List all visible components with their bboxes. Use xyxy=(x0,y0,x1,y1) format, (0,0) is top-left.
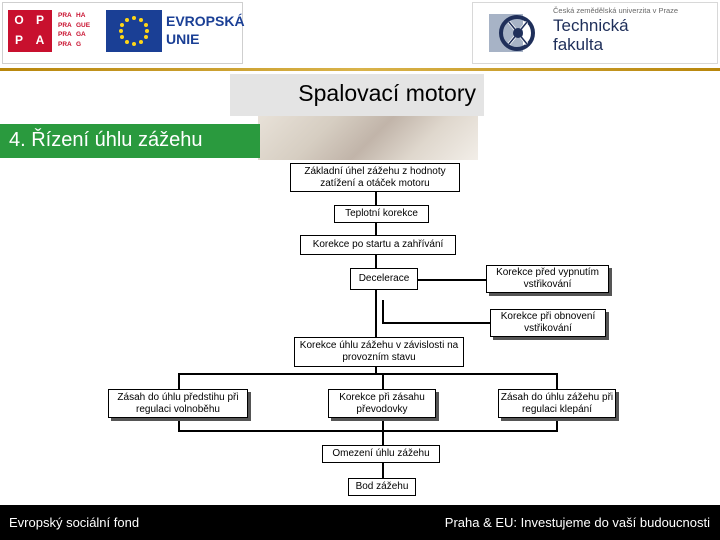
connector-line xyxy=(382,373,384,389)
node-operating-state: Korekce úhlu zážehu v závislosti na prov… xyxy=(294,337,464,367)
praha-cell: PRA xyxy=(58,21,76,31)
node-cutoff-correction: Korekce před vypnutím vstřikování xyxy=(486,265,609,293)
connector-line xyxy=(382,463,384,478)
connector-line xyxy=(382,300,384,324)
praha-logo: PRA HA PRA GUE PRA GA PRA G xyxy=(58,11,98,51)
eu-flag-icon xyxy=(106,10,162,52)
oppa-letter: P xyxy=(30,11,50,30)
connector-line xyxy=(375,222,377,236)
node-start-correction: Korekce po startu a zahřívání xyxy=(300,235,456,255)
university-name: Česká zemědělská univerzita v Praze xyxy=(553,6,678,15)
connector-line xyxy=(178,430,558,432)
eu-label-line2: UNIE xyxy=(166,30,245,48)
slide-subtitle: 4. Řízení úhlu zážehu xyxy=(9,129,202,152)
connector-line xyxy=(382,322,492,324)
footer-left-text: Evropský sociální fond xyxy=(9,515,139,530)
connector-line xyxy=(375,290,377,338)
node-restore-correction: Korekce při obnovení vstřikování xyxy=(490,309,606,337)
node-idle-regulation: Zásah do úhlu předstihu při regulaci vol… xyxy=(108,389,248,418)
connector-line xyxy=(178,373,180,389)
eu-label-line1: EVROPSKÁ xyxy=(166,12,245,30)
connector-line xyxy=(418,279,488,281)
oppa-letter: P xyxy=(9,31,29,50)
oppa-logo: O P P A xyxy=(8,10,52,52)
faculty-name-line1: Technická xyxy=(553,16,629,35)
praha-cell: PRA xyxy=(58,40,76,50)
praha-cell: HA xyxy=(76,11,94,21)
node-deceleration: Decelerace xyxy=(350,268,418,290)
slide-title: Spalovací motory xyxy=(230,80,476,107)
node-ignition-limit: Omezení úhlu zážehu xyxy=(322,445,440,463)
faculty-name: Technická fakulta xyxy=(553,16,629,54)
node-temperature-correction: Teplotní korekce xyxy=(334,205,429,223)
header-divider xyxy=(0,68,720,71)
node-knock-regulation: Zásah do úhlu zážehu při regulaci klepán… xyxy=(498,389,616,418)
node-gearbox-correction: Korekce při zásahu převodovky xyxy=(328,389,436,418)
footer-right-text: Praha & EU: Investujeme do vaší budoucno… xyxy=(380,515,710,530)
eu-label: EVROPSKÁ UNIE xyxy=(166,12,245,48)
faculty-name-line2: fakulta xyxy=(553,35,629,54)
praha-cell: PRA xyxy=(58,11,76,21)
node-ignition-point: Bod zážehu xyxy=(348,478,416,496)
oppa-letter: A xyxy=(30,31,50,50)
connector-line xyxy=(556,373,558,389)
faculty-emblem-icon xyxy=(487,8,543,58)
node-base-ignition: Základní úhel zážehu z hodnoty zatížení … xyxy=(290,163,460,192)
connector-line xyxy=(375,255,377,268)
praha-cell: GA xyxy=(76,30,94,40)
oppa-letter: O xyxy=(9,11,29,30)
praha-cell: G xyxy=(76,40,94,50)
connector-line xyxy=(178,373,558,375)
praha-cell: PRA xyxy=(58,30,76,40)
praha-cell: GUE xyxy=(76,21,94,31)
